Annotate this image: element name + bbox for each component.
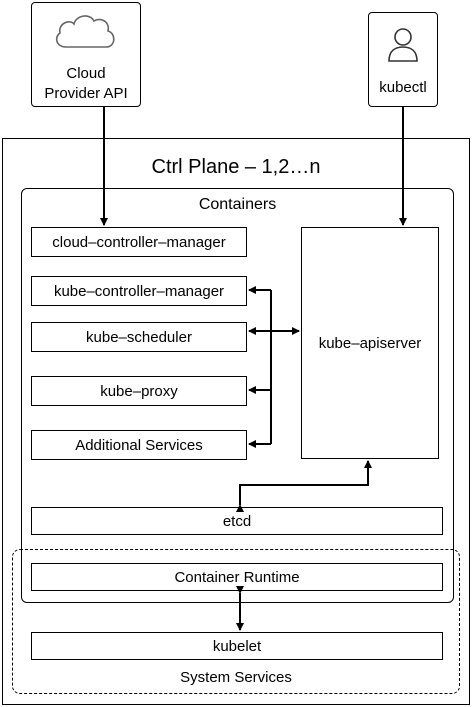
kube-proxy: kube–proxy xyxy=(31,376,247,406)
kube-scheduler: kube–scheduler xyxy=(31,322,247,352)
kubectl-label: kubectl xyxy=(379,78,427,96)
user-icon xyxy=(388,28,418,62)
additional-services: Additional Services xyxy=(31,430,247,460)
kube-apiserver: kube–apiserver xyxy=(301,227,439,459)
kubelet: kubelet xyxy=(31,632,443,660)
system-services-box xyxy=(12,549,460,694)
containers-title: Containers xyxy=(198,196,277,213)
kubectl-box: kubectl xyxy=(368,12,438,107)
system-services-title: System Services xyxy=(180,668,292,686)
cloud-provider-api-box: Cloud Provider API xyxy=(31,2,141,107)
kube-controller-manager: kube–controller–manager xyxy=(31,276,247,306)
ctrl-plane-title: Ctrl Plane – 1,2…n xyxy=(151,155,321,178)
link-etcd-apiserver xyxy=(236,460,372,512)
container-runtime: Container Runtime xyxy=(31,563,443,591)
cloud-provider-label-line2: Provider API xyxy=(44,84,128,102)
cloud-provider-label-line1: Cloud xyxy=(66,64,106,82)
cloud-icon xyxy=(55,15,115,48)
cloud-controller-manager: cloud–controller–manager xyxy=(31,227,247,257)
